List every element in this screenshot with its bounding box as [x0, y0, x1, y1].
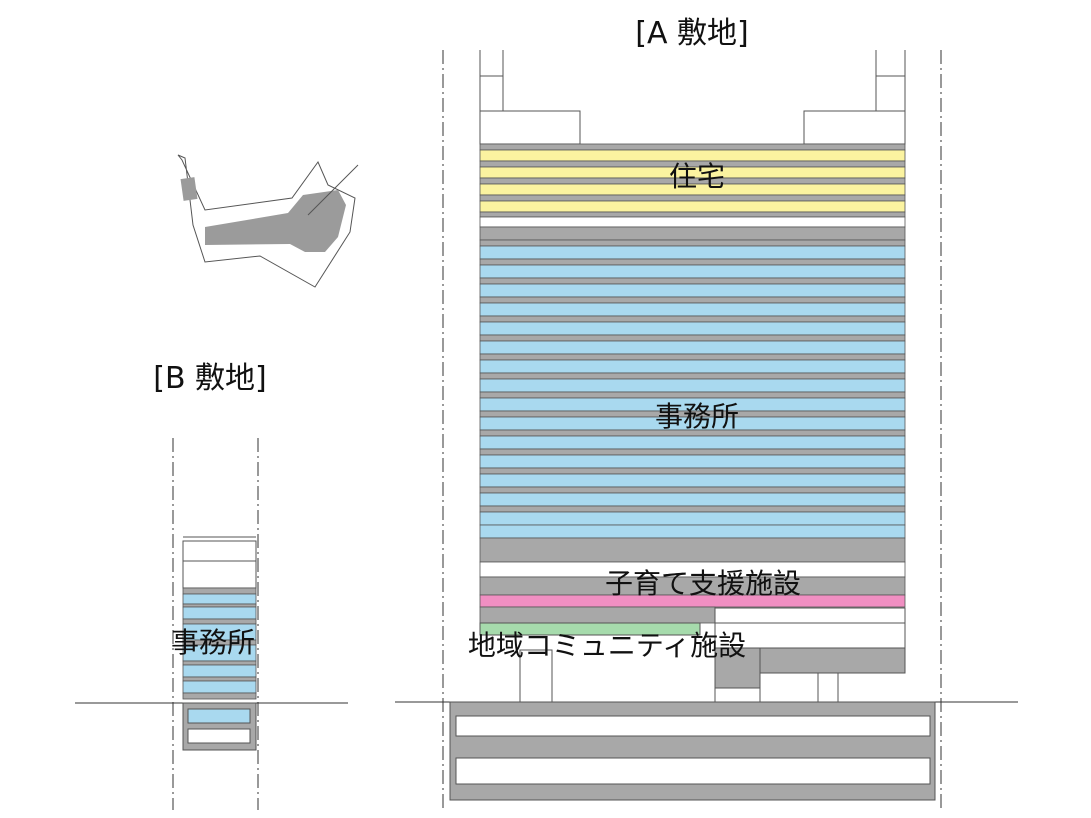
slab [479, 505, 906, 513]
slab [182, 676, 257, 682]
b-basement-level-1 [187, 708, 251, 724]
office-floor [479, 378, 906, 393]
key-plan-annex [180, 177, 198, 201]
basement-level-1 [455, 715, 931, 737]
slab [479, 239, 906, 247]
b-basement-level-2 [187, 728, 251, 744]
site-b-floors [182, 587, 257, 700]
residential-floor [479, 200, 906, 213]
childcare-label: 子育て支援施設 [605, 567, 801, 600]
office-floor [479, 340, 906, 355]
slab [479, 486, 906, 494]
slab [182, 618, 257, 625]
slab [479, 537, 906, 563]
slab [182, 603, 257, 608]
office-floor [479, 524, 906, 539]
residential-label: 住宅 [669, 160, 725, 193]
office-floor [182, 593, 257, 605]
slab [479, 467, 906, 475]
office-floor [479, 245, 906, 260]
office-floor [182, 680, 257, 694]
key-plan [177, 154, 359, 288]
office-floor [479, 511, 906, 526]
slab [182, 587, 257, 595]
site-a-floors [479, 143, 906, 624]
slab [479, 194, 906, 202]
office-floor [479, 302, 906, 317]
key-plan-building-footprint [205, 190, 346, 252]
slab [479, 296, 906, 304]
slab [479, 353, 906, 361]
office-floor [182, 606, 257, 620]
slab [479, 372, 906, 380]
slab [182, 660, 257, 666]
office-label-a: 事務所 [655, 400, 739, 433]
office-floor [479, 492, 906, 507]
key-plan-section-line [307, 164, 359, 216]
slab [479, 606, 716, 624]
site-a-title: [A 敷地] [635, 16, 748, 51]
podium-gray-slab [759, 647, 906, 674]
slab [182, 692, 257, 700]
site-a-podium [479, 607, 906, 703]
office-floor [479, 264, 906, 279]
piloti-left [519, 649, 553, 703]
office-label-b: 事務所 [171, 626, 255, 659]
office-floor [479, 473, 906, 488]
slab [479, 391, 906, 399]
rooftop-structures [479, 50, 906, 145]
office-floor [182, 664, 257, 678]
office-floor [479, 321, 906, 336]
office-floor [479, 454, 906, 469]
slab [479, 448, 906, 456]
slab [479, 226, 906, 241]
site-b-title: [B 敷地] [153, 361, 267, 396]
site-b-section [75, 438, 348, 810]
site-a-basement [449, 701, 936, 801]
basement-level-2 [455, 757, 931, 785]
key-plan-site-outline [177, 154, 356, 288]
community-label: 地域コミュニティ施設 [468, 629, 746, 662]
slab [479, 211, 906, 218]
community-floor [479, 622, 701, 636]
podium-upper-slab [714, 607, 906, 624]
slab [479, 258, 906, 266]
slab [479, 277, 906, 285]
slab [479, 334, 906, 342]
office-floor [479, 435, 906, 450]
piloti-right [817, 672, 839, 703]
slab [479, 315, 906, 323]
office-floor [479, 359, 906, 374]
entrance-block [714, 647, 761, 689]
slab [479, 143, 906, 151]
piloti-mid [714, 687, 761, 703]
mechanical-floor [479, 216, 906, 228]
site-b-basement [182, 702, 257, 751]
site-b-upper-structures [182, 536, 257, 589]
office-floor [479, 283, 906, 298]
site-a-section [395, 50, 1018, 810]
